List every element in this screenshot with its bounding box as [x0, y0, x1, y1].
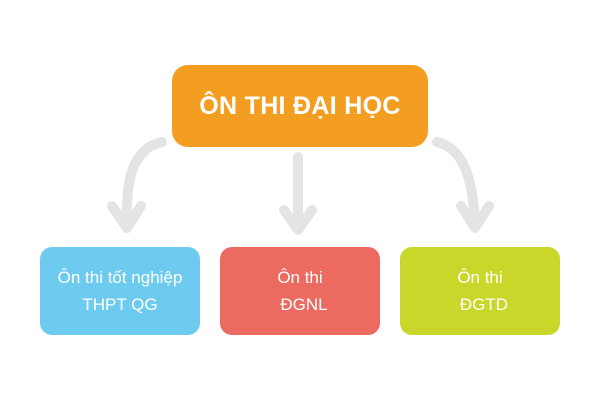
child-node-thpt-qg: Ôn thi tốt nghiệp THPT QG	[40, 247, 200, 335]
arrow-to-thpt	[121, 137, 167, 230]
arrow-head-right	[456, 201, 494, 233]
arrow-head-middle	[279, 205, 317, 235]
child-node-label-line1: Ôn thi tốt nghiệp	[57, 268, 183, 287]
child-node-dgnl: Ôn thi ĐGNL	[220, 247, 380, 335]
child-node-label-line1: Ôn thi	[277, 268, 323, 287]
root-node-label: ÔN THI ĐẠI HỌC	[199, 91, 401, 120]
child-node-label-line2: THPT QG	[82, 295, 158, 314]
root-node-on-thi-dai-hoc: ÔN THI ĐẠI HỌC	[172, 65, 428, 147]
arrow-head-left	[107, 201, 146, 233]
arrow-to-dgtd	[432, 137, 480, 230]
child-node-label-line2: ĐGTD	[459, 295, 509, 314]
child-node-label-line1: Ôn thi	[457, 268, 503, 287]
child-node-label-line2: ĐGNL	[280, 295, 328, 314]
child-node-dgtd: Ôn thi ĐGTD	[400, 247, 560, 335]
